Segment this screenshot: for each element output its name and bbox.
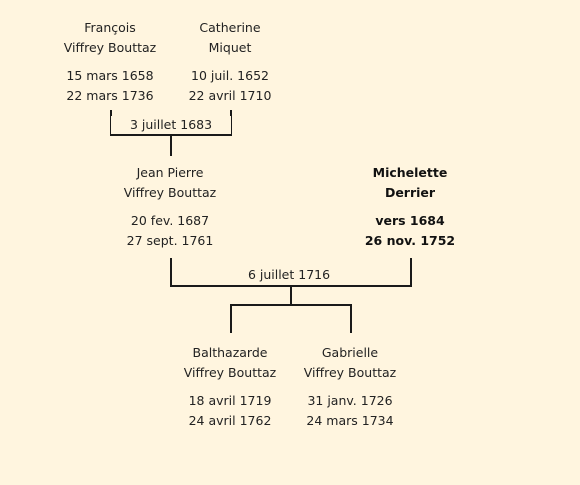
last-name: Viffrey Bouttaz (63, 40, 157, 55)
birth-date: 18 avril 1719 (188, 393, 272, 408)
death-date: 22 avril 1710 (188, 88, 272, 103)
death-date: 26 nov. 1752 (364, 233, 456, 248)
connector-balthazarde (230, 304, 232, 333)
marriage-date-2: 6 juillet 1716 (229, 266, 349, 284)
last-name: Viffrey Bouttaz (123, 185, 217, 200)
person-gabrielle: Gabrielle Viffrey Bouttaz 31 janv. 1726 … (280, 343, 420, 431)
connector-children-bar (230, 304, 352, 306)
person-balthazarde: Balthazarde Viffrey Bouttaz 18 avril 171… (160, 343, 300, 431)
connector-catherine-down (230, 110, 232, 136)
person-catherine: Catherine Miquet 10 juil. 1652 22 avril … (160, 18, 300, 106)
connector-gabrielle (350, 304, 352, 333)
first-name: Balthazarde (192, 345, 268, 360)
last-name: Miquet (208, 40, 252, 55)
last-name: Viffrey Bouttaz (303, 365, 397, 380)
connector-michelette-down (410, 258, 412, 287)
death-date: 27 sept. 1761 (126, 233, 214, 248)
person-francois: François Viffrey Bouttaz 15 mars 1658 22… (40, 18, 180, 106)
marriage-date-1: 3 juillet 1683 (111, 116, 231, 134)
death-date: 24 mars 1734 (306, 413, 394, 428)
last-name: Derrier (384, 185, 436, 200)
person-michelette: Michelette Derrier vers 1684 26 nov. 175… (340, 163, 480, 251)
last-name: Viffrey Bouttaz (183, 365, 277, 380)
person-jean-pierre: Jean Pierre Viffrey Bouttaz 20 fev. 1687… (100, 163, 240, 251)
death-date: 24 avril 1762 (188, 413, 272, 428)
first-name: Jean Pierre (136, 165, 204, 180)
birth-date: 10 juil. 1652 (191, 68, 269, 83)
connector-jean-pierre-down (170, 258, 172, 287)
first-name: Michelette (372, 165, 448, 180)
first-name: Catherine (199, 20, 261, 35)
birth-date: vers 1684 (375, 213, 445, 228)
connector-couple1-child (170, 134, 172, 156)
birth-date: 15 mars 1658 (66, 68, 154, 83)
birth-date: 31 janv. 1726 (307, 393, 393, 408)
death-date: 22 mars 1736 (66, 88, 154, 103)
first-name: François (84, 20, 136, 35)
first-name: Gabrielle (321, 345, 379, 360)
connector-couple2-stem (290, 285, 292, 305)
birth-date: 20 fev. 1687 (130, 213, 210, 228)
